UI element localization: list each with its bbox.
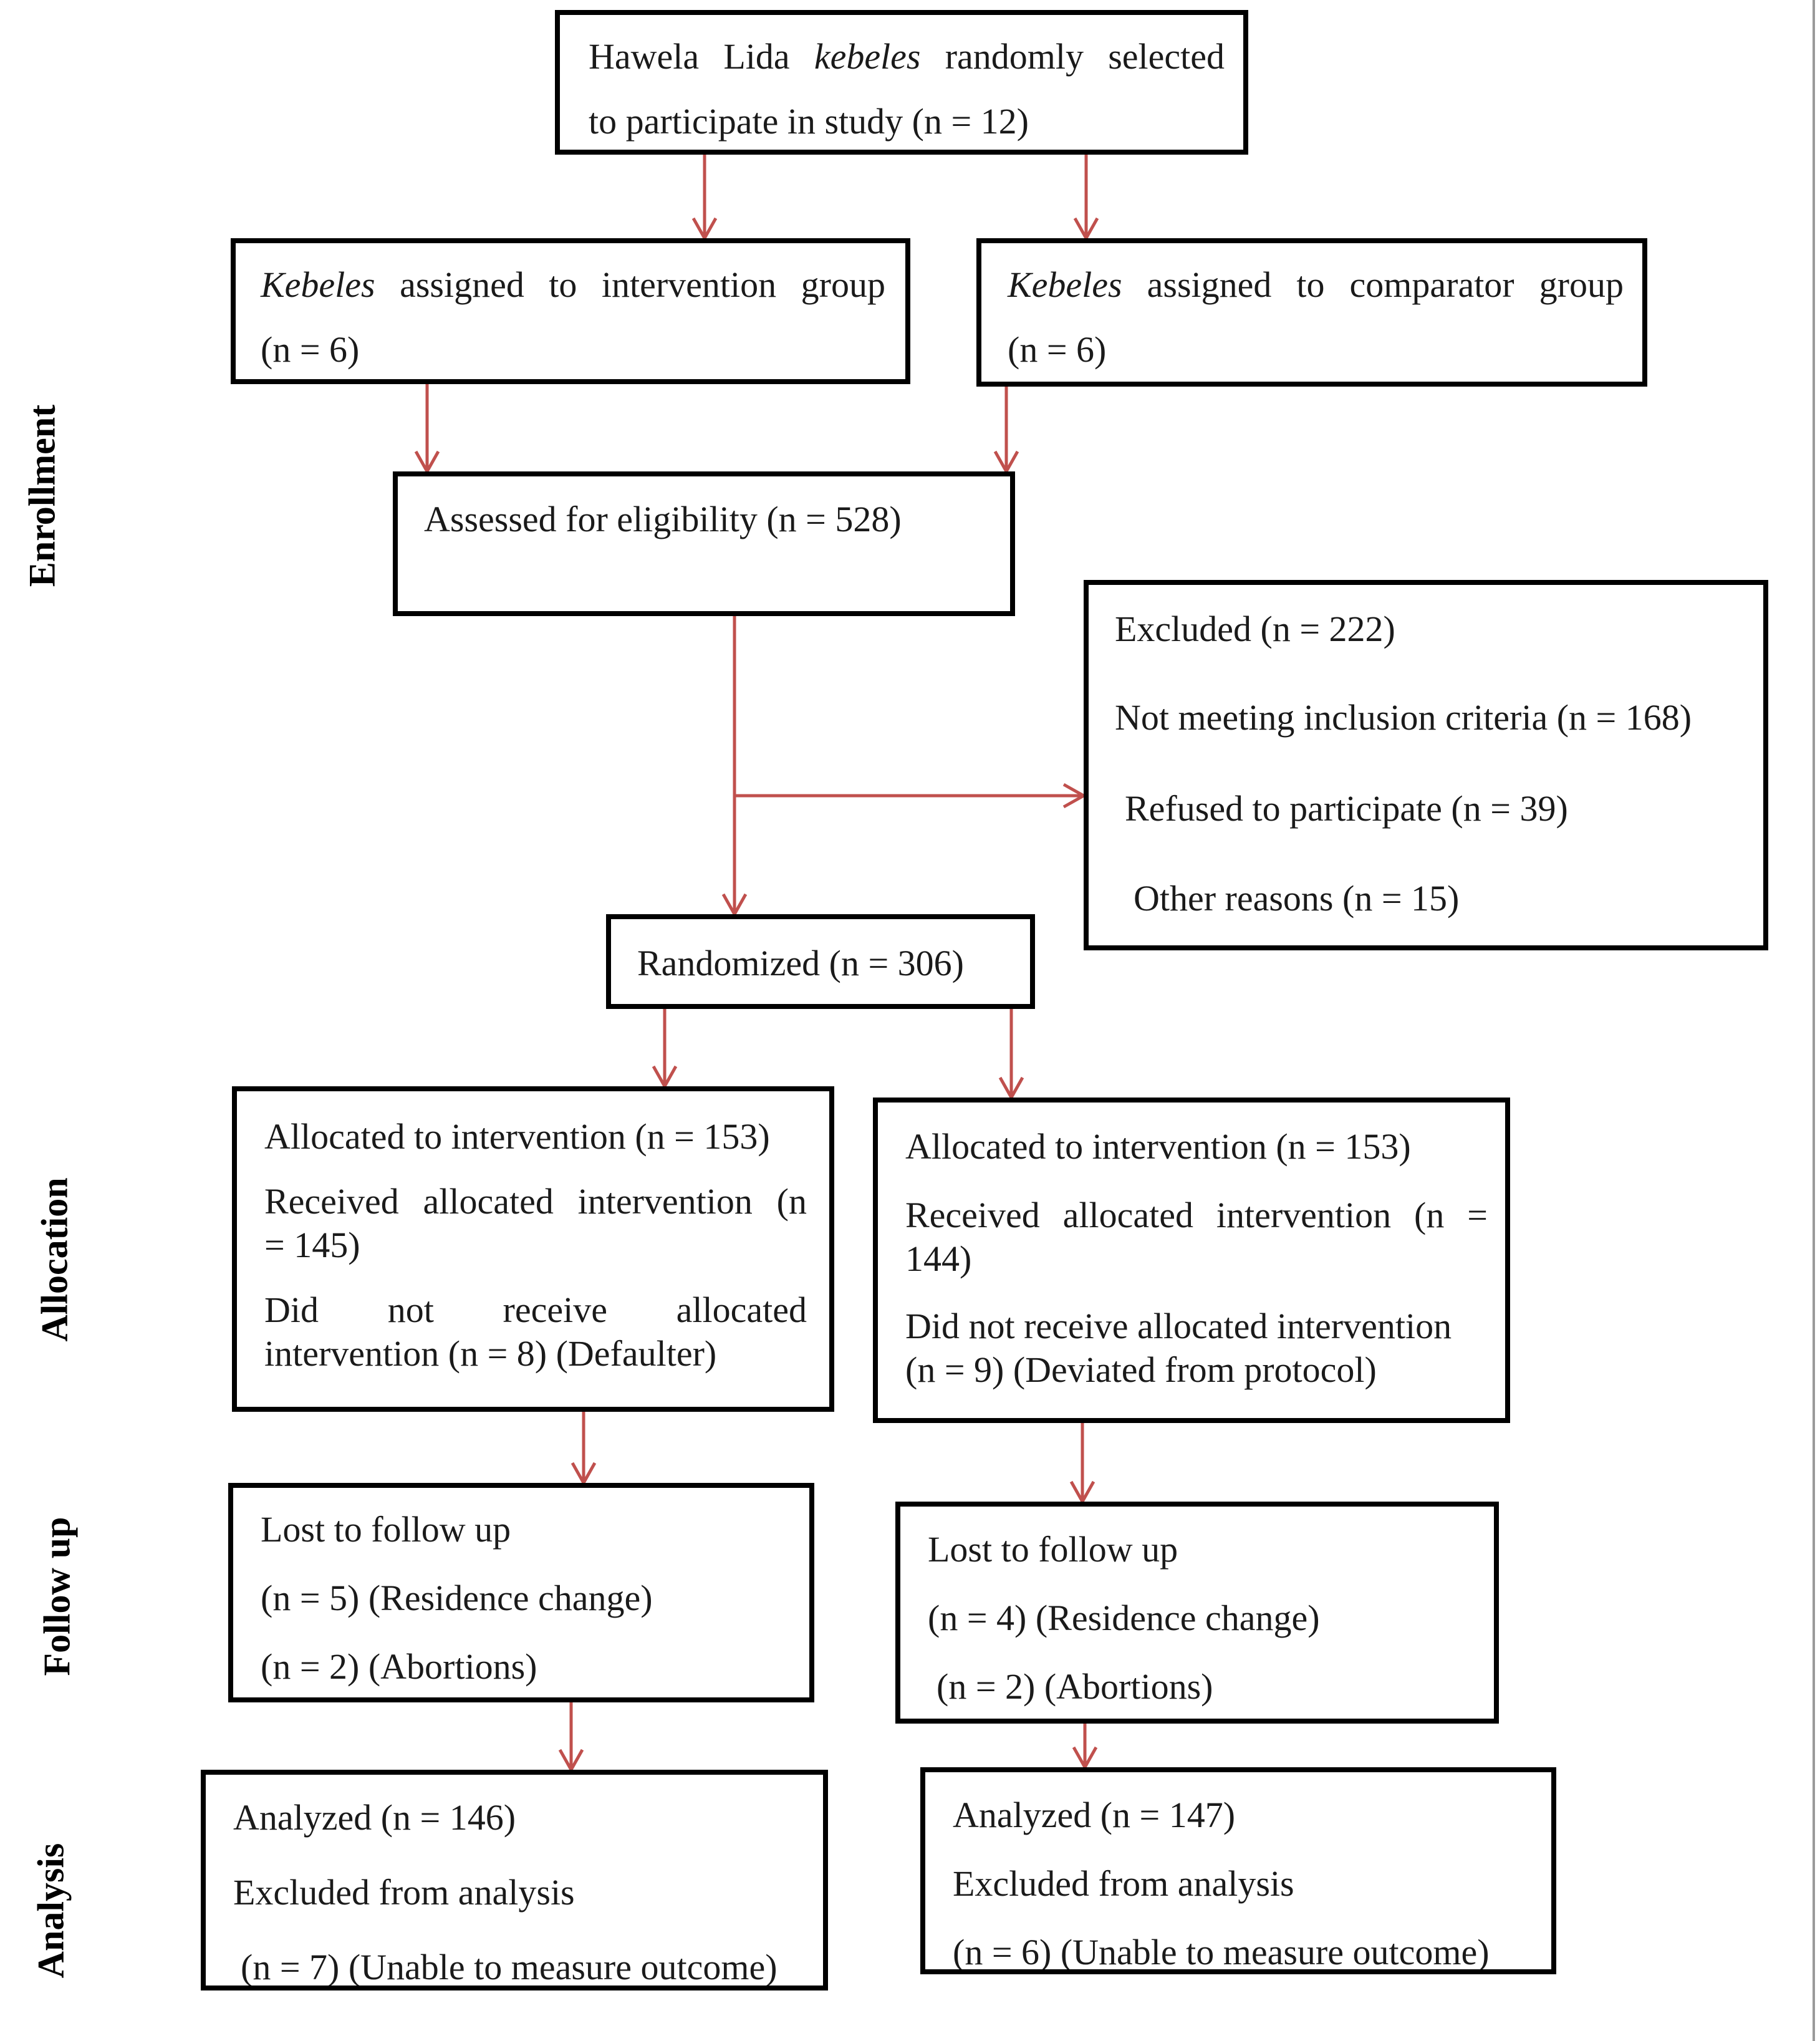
top-box-line-2: to participate in study (n = 12) xyxy=(589,101,1029,142)
allocation-right-line-1: Allocated to intervention (n = 153) xyxy=(905,1126,1411,1167)
comparator-group-word-1: Kebeles xyxy=(1008,264,1122,305)
analysis-left-line-2: Excluded from analysis xyxy=(233,1872,575,1913)
intervention-group-word-4: intervention xyxy=(601,264,777,305)
allocation-left-line-2-word-3: intervention xyxy=(577,1181,753,1222)
arrow-followup-left-to-analysis xyxy=(558,1702,584,1773)
box-analysis-intervention: Analyzed (n = 146) Excluded from analysi… xyxy=(201,1770,828,1990)
box-allocation-intervention: Allocated to intervention (n = 153) Rece… xyxy=(232,1086,834,1412)
allocation-right-line-4: Did not receive allocated intervention xyxy=(905,1306,1452,1346)
allocation-right-line-2-word-2: allocated xyxy=(1062,1195,1193,1235)
intervention-group-word-2: assigned xyxy=(400,264,524,305)
phase-label-analysis: Analysis xyxy=(30,1843,72,1979)
box-randomized: Randomized (n = 306) xyxy=(606,914,1035,1009)
top-word-2: Lida xyxy=(723,36,790,77)
analysis-right-line-3: (n = 6) (Unable to measure outcome) xyxy=(953,1932,1490,1972)
arrow-top-to-intervention xyxy=(691,155,718,242)
comparator-group-line-2: (n = 6) xyxy=(1008,329,1107,370)
box-comparator-group: Kebeles assigned to comparator group (n … xyxy=(976,238,1647,387)
allocation-left-line-4-word-3: receive xyxy=(503,1290,607,1330)
box-followup-comparator: Lost to follow up (n = 4) (Residence cha… xyxy=(895,1502,1499,1724)
excluded-line-2: Not meeting inclusion criteria (n = 168) xyxy=(1115,697,1692,738)
arrow-intervention-to-eligibility xyxy=(414,384,440,475)
followup-left-line-2: (n = 5) (Residence change) xyxy=(261,1578,653,1618)
followup-left-line-3: (n = 2) (Abortions) xyxy=(261,1646,537,1687)
allocation-left-line-3: = 145) xyxy=(264,1225,360,1265)
phase-label-allocation: Allocation xyxy=(34,1177,75,1342)
allocation-right-line-2-word-4: (n xyxy=(1414,1195,1445,1235)
arrow-comparator-to-eligibility xyxy=(993,387,1019,475)
analysis-right-line-2: Excluded from analysis xyxy=(953,1863,1294,1904)
analysis-left-line-3: (n = 7) (Unable to measure outcome) xyxy=(241,1947,778,1987)
arrow-randomized-to-allocation-left xyxy=(652,1009,678,1090)
box-assessed-for-eligibility: Assessed for eligibility (n = 528) xyxy=(393,471,1015,616)
top-word-3: kebeles xyxy=(814,36,921,77)
allocation-left-line-4-word-2: not xyxy=(387,1290,434,1330)
allocation-right-line-2-word-1: Received xyxy=(905,1195,1040,1235)
top-word-1: Hawela xyxy=(589,36,700,77)
box-allocation-comparator: Allocated to intervention (n = 153) Rece… xyxy=(873,1098,1510,1423)
allocation-right-line-5: (n = 9) (Deviated from protocol) xyxy=(905,1349,1377,1390)
box-analysis-comparator: Analyzed (n = 147) Excluded from analysi… xyxy=(920,1767,1556,1974)
followup-left-line-1: Lost to follow up xyxy=(261,1509,511,1550)
excluded-line-3: Refused to participate (n = 39) xyxy=(1125,788,1568,829)
eligibility-line-1: Assessed for eligibility (n = 528) xyxy=(424,499,902,539)
followup-right-line-3: (n = 2) (Abortions) xyxy=(936,1666,1213,1707)
allocation-left-line-4: Did not receive allocated xyxy=(264,1292,807,1328)
arrow-top-to-comparator xyxy=(1073,155,1099,242)
phase-label-follow-up: Follow up xyxy=(36,1517,78,1676)
allocation-right-line-2-word-3: intervention xyxy=(1216,1195,1392,1235)
phase-label-enrollment: Enrollment xyxy=(21,404,63,587)
intervention-group-word-5: group xyxy=(801,264,885,305)
allocation-left-line-5: intervention (n = 8) (Defaulter) xyxy=(264,1333,717,1374)
intervention-group-word-3: to xyxy=(549,264,577,305)
allocation-right-line-2-word-5: = xyxy=(1467,1195,1488,1235)
allocation-left-line-2: Received allocated intervention (n xyxy=(264,1184,807,1220)
allocation-left-line-4-word-4: allocated xyxy=(676,1290,807,1330)
page-edge-rule xyxy=(1813,0,1815,2041)
comparator-group-word-3: to xyxy=(1296,264,1325,305)
comparator-group-line-1: Kebeles assigned to comparator group xyxy=(1008,267,1624,303)
allocation-right-line-2: Received allocated intervention (n = xyxy=(905,1197,1488,1233)
arrow-eligibility-to-randomized xyxy=(721,616,748,918)
comparator-group-word-4: comparator xyxy=(1349,264,1514,305)
intervention-group-word-1: Kebeles xyxy=(261,264,375,305)
allocation-left-line-2-word-4: (n xyxy=(776,1181,807,1222)
arrow-randomized-to-allocation-right xyxy=(998,1009,1024,1101)
arrow-followup-right-to-analysis xyxy=(1072,1724,1098,1771)
box-excluded: Excluded (n = 222) Not meeting inclusion… xyxy=(1084,580,1768,950)
arrow-allocation-left-to-followup xyxy=(571,1412,597,1487)
followup-right-line-1: Lost to follow up xyxy=(928,1529,1178,1570)
followup-right-line-2: (n = 4) (Residence change) xyxy=(928,1598,1320,1638)
allocation-right-line-3: 144) xyxy=(905,1238,972,1279)
analysis-left-line-1: Analyzed (n = 146) xyxy=(233,1797,516,1838)
excluded-line-1: Excluded (n = 222) xyxy=(1115,609,1395,649)
allocation-left-line-1: Allocated to intervention (n = 153) xyxy=(264,1116,770,1157)
arrow-to-excluded xyxy=(734,783,1087,809)
allocation-left-line-4-word-1: Did xyxy=(264,1290,319,1330)
box-kebeles-selected: Hawela Lida kebeles randomly selected to… xyxy=(555,10,1248,155)
arrow-allocation-right-to-followup xyxy=(1069,1423,1095,1505)
top-word-4: randomly xyxy=(945,36,1084,77)
top-box-line-1: Hawela Lida kebeles randomly selected xyxy=(589,39,1225,75)
top-word-5: selected xyxy=(1108,36,1225,77)
intervention-group-line-2: (n = 6) xyxy=(261,329,360,370)
box-intervention-group: Kebeles assigned to intervention group (… xyxy=(231,238,910,384)
box-followup-intervention: Lost to follow up (n = 5) (Residence cha… xyxy=(228,1483,814,1702)
comparator-group-word-5: group xyxy=(1539,264,1624,305)
analysis-right-line-1: Analyzed (n = 147) xyxy=(953,1795,1236,1835)
allocation-left-line-2-word-2: allocated xyxy=(423,1181,554,1222)
randomized-line-1: Randomized (n = 306) xyxy=(637,943,964,983)
excluded-line-4: Other reasons (n = 15) xyxy=(1134,878,1460,919)
allocation-left-line-2-word-1: Received xyxy=(264,1181,399,1222)
intervention-group-line-1: Kebeles assigned to intervention group xyxy=(261,267,885,303)
comparator-group-word-2: assigned xyxy=(1147,264,1272,305)
